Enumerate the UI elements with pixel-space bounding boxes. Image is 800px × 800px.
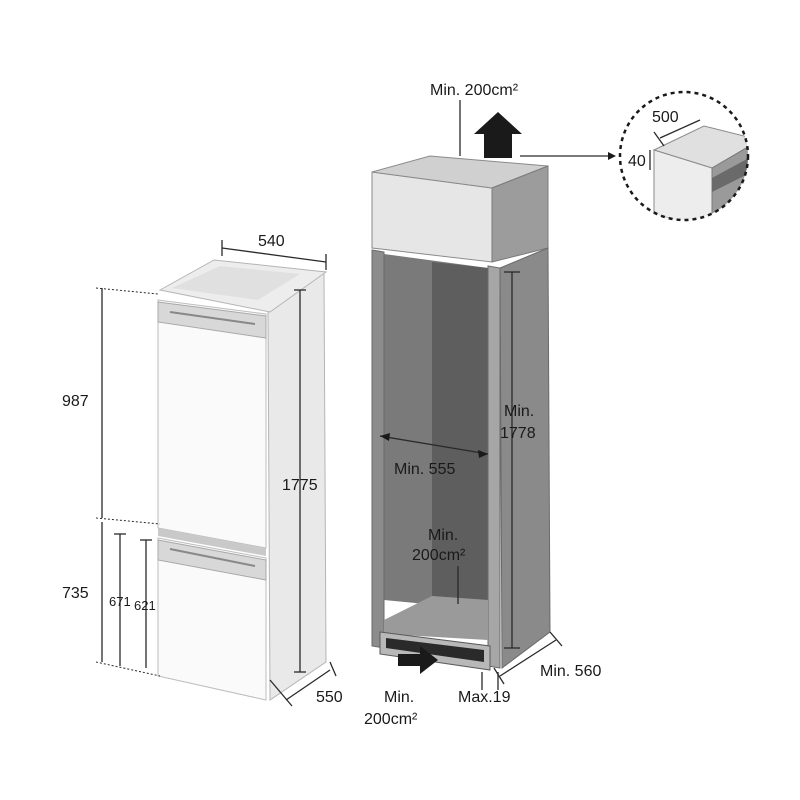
fridge-top-section-label: 987 bbox=[62, 393, 89, 410]
cabinet-width-dimension-line bbox=[379, 435, 489, 455]
bottom-vent-arrow bbox=[398, 646, 438, 674]
fridge-depth-label: 550 bbox=[316, 689, 343, 706]
cabinet-width-label: Min. 555 bbox=[394, 461, 455, 478]
rear-vent-label-1: Min. bbox=[428, 527, 458, 544]
fridge-door-b-label: 621 bbox=[134, 598, 156, 613]
plinth-max-label: Max.19 bbox=[458, 689, 511, 706]
cabinet-right-side bbox=[499, 247, 551, 669]
detail-width-label: 500 bbox=[652, 109, 679, 126]
cabinet-dimensions bbox=[379, 100, 616, 690]
detail-callout bbox=[618, 90, 750, 222]
fridge-dimensions bbox=[95, 240, 337, 707]
fridge-bottom-section-label: 735 bbox=[62, 585, 89, 602]
cabinet-height-label-2: 1778 bbox=[500, 425, 536, 442]
bottom-vent-label-2: 200cm² bbox=[364, 711, 418, 728]
depth-dimension-line bbox=[285, 669, 331, 701]
cabinet-right-wall-edge bbox=[487, 265, 501, 669]
rear-vent-label-2: 200cm² bbox=[412, 547, 466, 564]
fridge-lower-door bbox=[157, 537, 267, 701]
detail-circle bbox=[618, 90, 750, 222]
cabinet-illustration bbox=[371, 155, 551, 671]
fridge-illustration bbox=[157, 259, 328, 701]
fridge-upper-handle bbox=[157, 301, 267, 339]
top-vent-arrow bbox=[474, 112, 522, 158]
bottom-vent-label-1: Min. bbox=[384, 689, 414, 706]
cabinet-height-label-1: Min. bbox=[504, 403, 534, 420]
cabinet-depth-label: Min. 560 bbox=[540, 663, 601, 680]
fridge-lower-handle bbox=[157, 539, 267, 581]
detail-height-label: 40 bbox=[628, 153, 646, 170]
cabinet-left-wall bbox=[371, 249, 385, 649]
fridge-door-a-label: 671 bbox=[109, 594, 131, 609]
fridge-total-height-label: 1775 bbox=[282, 477, 318, 494]
cabinet-depth-dimension-line bbox=[499, 639, 557, 677]
fridge-width-label: 540 bbox=[258, 233, 285, 250]
fridge-upper-door bbox=[157, 299, 267, 549]
top-vent-label: Min. 200cm² bbox=[430, 82, 519, 99]
width-dimension-line bbox=[221, 247, 327, 263]
